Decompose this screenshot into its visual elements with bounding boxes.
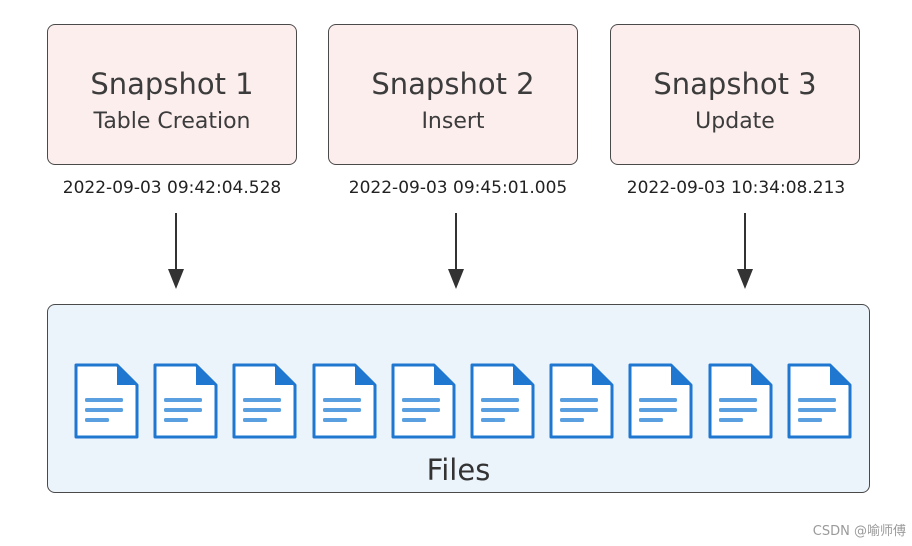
snapshot-3-operation: Update	[695, 109, 775, 134]
snapshot-2-box: Snapshot 2 Insert	[328, 24, 578, 165]
snapshot-2-arrow	[448, 213, 464, 289]
document-icon	[391, 363, 456, 439]
snapshot-3-title: Snapshot 3	[653, 67, 817, 101]
snapshot-1-title: Snapshot 1	[90, 67, 254, 101]
snapshot-3-timestamp: 2022-09-03 10:34:08.213	[626, 178, 846, 198]
snapshot-1-timestamp: 2022-09-03 09:42:04.528	[62, 178, 282, 198]
document-icon	[708, 363, 773, 439]
document-icon	[74, 363, 139, 439]
snapshot-1-box: Snapshot 1 Table Creation	[47, 24, 297, 165]
document-icon	[470, 363, 535, 439]
snapshot-1-arrow	[168, 213, 184, 289]
snapshot-2-title: Snapshot 2	[371, 67, 535, 101]
watermark: CSDN @喻师傅	[812, 524, 906, 539]
document-icon	[628, 363, 693, 439]
files-panel: Files	[47, 304, 870, 493]
document-icon	[549, 363, 614, 439]
files-label: Files	[426, 453, 491, 487]
snapshot-3-arrow	[737, 213, 753, 289]
document-icon	[787, 363, 852, 439]
snapshot-2-timestamp: 2022-09-03 09:45:01.005	[348, 178, 568, 198]
document-icon	[312, 363, 377, 439]
document-icon	[232, 363, 297, 439]
document-icon	[153, 363, 218, 439]
snapshot-1-operation: Table Creation	[93, 109, 251, 134]
snapshot-3-box: Snapshot 3 Update	[610, 24, 860, 165]
snapshot-2-operation: Insert	[421, 109, 485, 134]
